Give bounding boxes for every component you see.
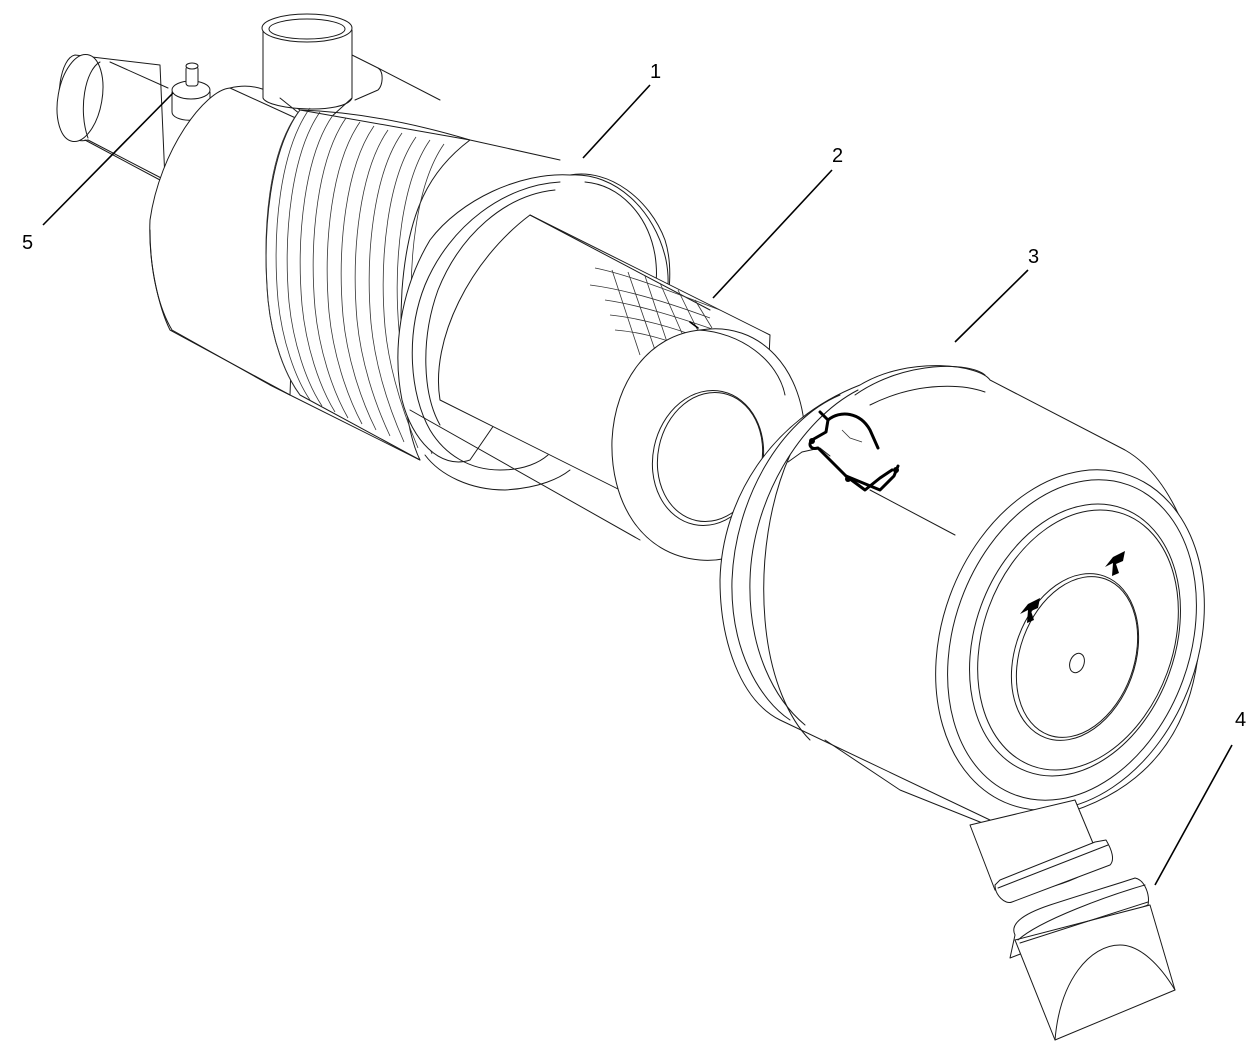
- filter-element: [409, 214, 806, 561]
- dust-valve: [969, 799, 1176, 1041]
- inlet-tube: [56, 54, 169, 181]
- pleated-seal: [265, 107, 561, 461]
- arrow-up-icon: [1105, 551, 1125, 576]
- leader-lines: [42, 84, 1233, 886]
- leader-3: [954, 269, 1029, 343]
- cover-assembly: [719, 365, 1205, 831]
- clamp-latch: [787, 410, 900, 492]
- leader-4: [1154, 744, 1233, 886]
- callout-3: 3: [1028, 246, 1040, 268]
- leader-5: [42, 92, 174, 226]
- callout-5: 5: [22, 232, 34, 254]
- callout-1: 1: [650, 61, 662, 83]
- arrow-up-icon: [1020, 598, 1040, 623]
- housing-body: [149, 13, 441, 396]
- callout-4: 4: [1235, 709, 1247, 731]
- leader-2: [712, 169, 833, 299]
- leader-1: [582, 84, 651, 159]
- filter-mesh: [589, 267, 721, 356]
- callout-2: 2: [832, 145, 844, 167]
